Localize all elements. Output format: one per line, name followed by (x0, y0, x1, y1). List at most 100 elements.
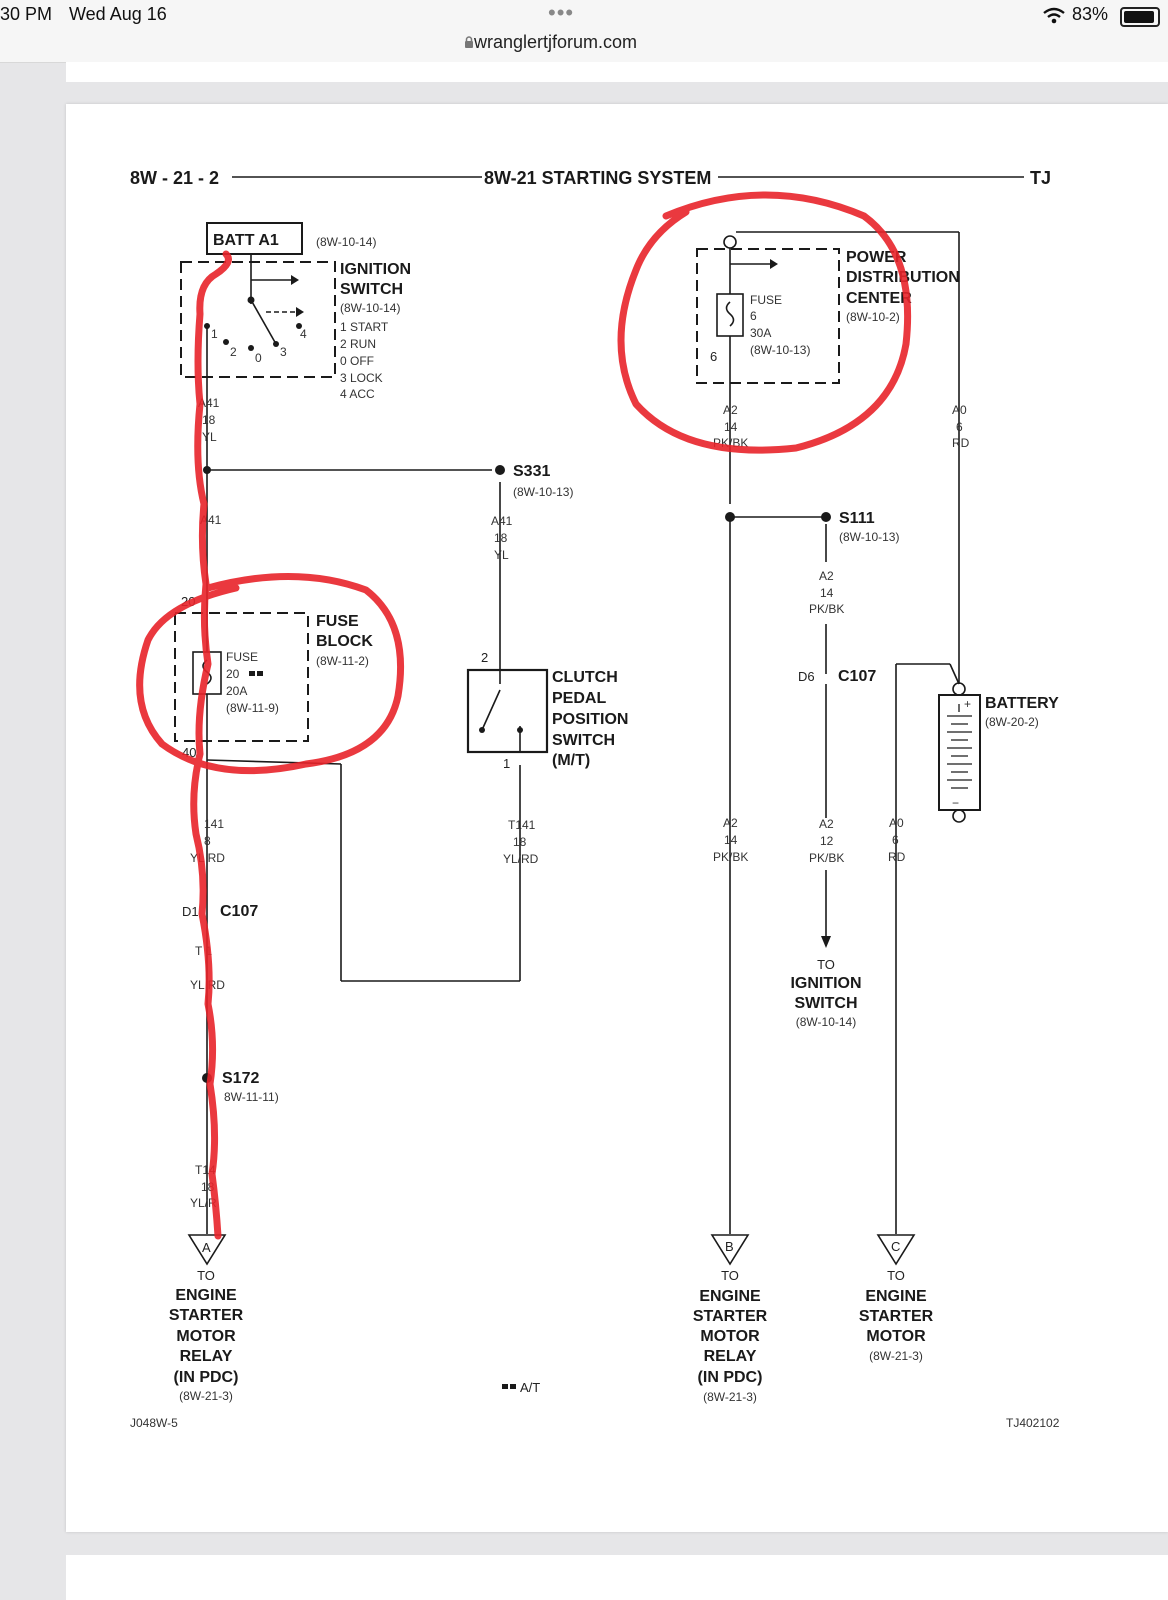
wire-a41-right-circuit: A41 (491, 514, 513, 528)
c107-left-label: C107 (220, 903, 258, 920)
wire-a0-bottom-gauge: 6 (892, 833, 899, 847)
to-ignition-line-3: SWITCH (794, 995, 857, 1012)
dest-a-line-3: STARTER (169, 1307, 244, 1324)
c107-right-pin: D6 (798, 669, 815, 684)
wire-a2-left-gauge: 14 (724, 833, 738, 847)
fuse-20-rating: 20A (226, 684, 247, 698)
lock-icon (465, 36, 473, 48)
ignition-pos-run: 2 RUN (340, 337, 376, 351)
wire-a2-right-gauge: 12 (820, 834, 834, 848)
wire-a0-top-color: RD (952, 436, 970, 450)
dest-c-letter: C (891, 1239, 900, 1254)
diagram-page: 8W - 21 - 2 8W-21 STARTING SYSTEM TJ BAT… (66, 104, 1168, 1532)
wire-a2-mid-gauge: 14 (820, 586, 834, 600)
battery-plus: + (964, 697, 971, 711)
ignition-switch-title-1: IGNITION (340, 261, 411, 278)
splice-s111-label: S111 (839, 510, 875, 527)
footer-left-code: J048W-5 (130, 1416, 178, 1430)
c107-left-pin: D1 (182, 904, 199, 919)
dest-a-line-1: TO (197, 1268, 215, 1283)
dest-b-line-3: STARTER (693, 1308, 768, 1325)
wiring-diagram: 8W - 21 - 2 8W-21 STARTING SYSTEM TJ BAT… (130, 168, 1060, 1430)
batt-a1-ref: (8W-10-14) (316, 235, 376, 249)
dest-b-line-5: RELAY (704, 1348, 757, 1365)
battery-minus: − (952, 796, 959, 810)
wire-a41-right-gauge: 18 (494, 531, 508, 545)
fuse-6-ref: (8W-10-13) (750, 343, 810, 357)
dest-b-line-1: TO (721, 1268, 739, 1283)
wire-a2-right-circuit: A2 (819, 817, 834, 831)
wire-a2-right-color: PK/BK (809, 851, 844, 865)
circle-pdc (617, 191, 912, 454)
wire-a41-top-color: YL (202, 430, 217, 444)
wire-a2-left-color: PK/BK (713, 850, 748, 864)
wire-a2-left-circuit: A2 (723, 816, 738, 830)
page-ref: 8W - 21 - 2 (130, 168, 219, 188)
ignition-switch-title-2: SWITCH (340, 281, 403, 298)
fuse-6-number: 6 (750, 309, 757, 323)
pdc-title-3: CENTER (846, 290, 912, 307)
batt-a1-label: BATT A1 (213, 232, 279, 249)
fuse-20-label: FUSE (226, 650, 258, 664)
fuse-20-number: 20 (226, 667, 240, 681)
ignition-pin-4: 4 (300, 327, 307, 341)
status-time: 30 PM (0, 4, 53, 24)
ignition-switch-ref: (8W-10-14) (340, 301, 400, 315)
battery-title: BATTERY (985, 695, 1059, 712)
fuse-6-rating: 30A (750, 326, 771, 340)
clutch-switch-title-1: CLUTCH (552, 669, 618, 686)
model-code: TJ (1030, 168, 1051, 188)
highlight-trace-path (190, 250, 232, 1240)
diagram-title: 8W-21 STARTING SYSTEM (484, 168, 711, 188)
status-date: Wed Aug 16 (69, 4, 167, 24)
wire-a41-right-color: YL (494, 548, 509, 562)
next-page-edge (66, 1555, 1168, 1600)
wire-a0-top-circuit: A0 (952, 403, 967, 417)
splice-s172-label: S172 (222, 1070, 259, 1087)
wire-a0-bottom-circuit: A0 (889, 816, 904, 830)
dest-a-line-6: (IN PDC) (174, 1369, 239, 1386)
wire-a41-top-circuit: A41 (198, 396, 220, 410)
splice-s331-label: S331 (513, 463, 550, 480)
status-bar: 30 PM Wed Aug 16 ••• wranglertjforum.com… (0, 0, 1168, 63)
wire-t141-right-circuit: T141 (508, 818, 536, 832)
splice-s331-ref: (8W-10-13) (513, 485, 573, 499)
to-ignition-line-1: TO (817, 957, 835, 972)
wire-a0-bottom-color: RD (888, 850, 906, 864)
clutch-switch-title-4: SWITCH (552, 732, 615, 749)
battery-ref: (8W-20-2) (985, 715, 1039, 729)
battery-icon (1120, 7, 1160, 27)
clutch-switch-title-3: POSITION (552, 711, 628, 728)
fuse-block-title-2: BLOCK (316, 633, 373, 650)
fuse-6-label: FUSE (750, 293, 782, 307)
dest-a-line-5: RELAY (180, 1348, 233, 1365)
fuse-block-ref: (8W-11-2) (316, 654, 369, 668)
to-ignition-line-2: IGNITION (790, 975, 861, 992)
dest-a-ref: (8W-21-3) (179, 1389, 233, 1403)
fuse-20-ref: (8W-11-9) (226, 701, 279, 715)
ignition-pin-3: 3 (280, 345, 287, 359)
ignition-pos-lock: 3 LOCK (340, 371, 383, 385)
dest-c-line-1: TO (887, 1268, 905, 1283)
footer-right-code: TJ402102 (1006, 1416, 1060, 1430)
c107-right-label: C107 (838, 668, 876, 685)
fuse-block-title-1: FUSE (316, 613, 359, 630)
wifi-icon (1043, 7, 1065, 24)
dest-c-line-2: ENGINE (865, 1288, 927, 1305)
footer-at-note: A/T (520, 1380, 540, 1395)
circle-fuse-block (136, 572, 404, 775)
more-dots-icon[interactable]: ••• (548, 0, 575, 25)
wire-t141-right-gauge: 18 (513, 835, 527, 849)
dest-b-line-2: ENGINE (699, 1288, 761, 1305)
dest-b-letter: B (725, 1239, 734, 1254)
dest-b-line-6: (IN PDC) (698, 1369, 763, 1386)
wire-a0-top-gauge: 6 (956, 420, 963, 434)
wire-a2-mid-circuit: A2 (819, 569, 834, 583)
wire-t141-right-color: YL/RD (503, 852, 539, 866)
ignition-pos-acc: 4 ACC (340, 387, 375, 401)
dest-c-line-4: MOTOR (866, 1328, 926, 1345)
page-top-edge (66, 62, 1168, 82)
wire-a41-top-gauge: 18 (202, 413, 216, 427)
dest-b-line-4: MOTOR (700, 1328, 760, 1345)
address-url[interactable]: wranglertjforum.com (474, 32, 638, 52)
